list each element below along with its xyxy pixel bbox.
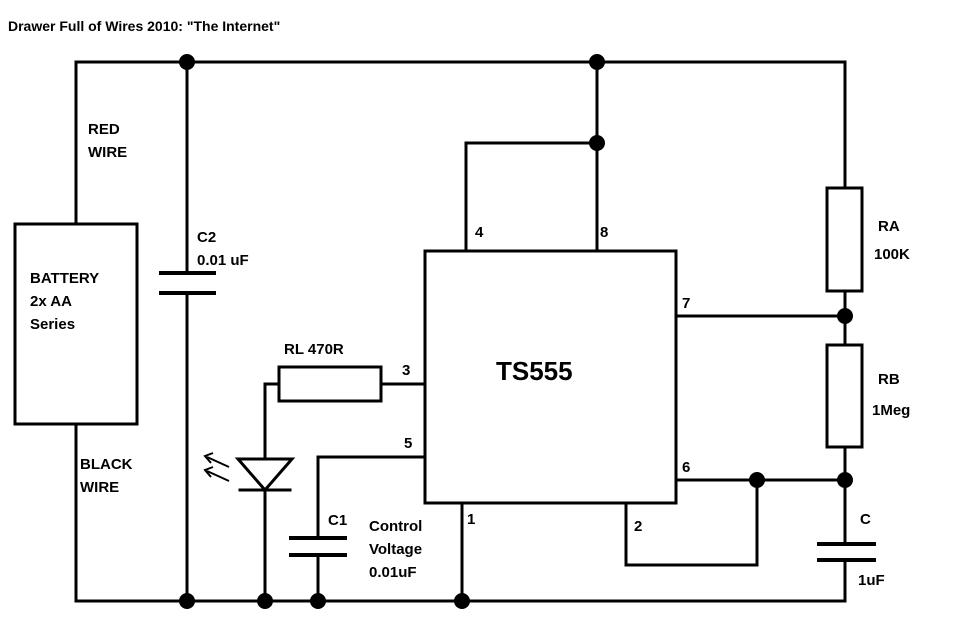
black-wire-label-line2: WIRE xyxy=(80,479,119,496)
c-name-label: C xyxy=(860,511,871,528)
pin8-label: 8 xyxy=(600,224,608,241)
junction-dot xyxy=(837,308,853,324)
pin5-wire xyxy=(316,455,427,540)
c2-name-label: C2 xyxy=(197,229,216,246)
ra-value-label: 100K xyxy=(874,246,910,263)
battery-box xyxy=(13,222,139,426)
junction-dot xyxy=(179,54,195,70)
resistor-rb xyxy=(825,343,864,449)
control-voltage-label-line3: 0.01uF xyxy=(369,564,417,581)
led-icon xyxy=(203,452,296,493)
light-emission-arrows-icon xyxy=(203,452,230,482)
pin2-wire xyxy=(624,478,759,567)
capacitor-c1 xyxy=(289,536,347,557)
c1-name-label: C1 xyxy=(328,512,347,529)
junction-dot xyxy=(589,135,605,151)
resistor-rl xyxy=(277,365,383,403)
c2-value-label: 0.01 uF xyxy=(197,252,249,269)
pin7-label: 7 xyxy=(682,295,690,312)
battery-label-line2: 2x AA xyxy=(30,293,72,310)
capacitor-c xyxy=(817,542,876,562)
ra-name-label: RA xyxy=(878,218,900,235)
chip-name-label: TS555 xyxy=(496,356,573,386)
pin4-label: 4 xyxy=(475,224,484,241)
resistor-ra xyxy=(825,186,864,293)
rb-value-label: 1Meg xyxy=(872,402,910,419)
rl-led-wire xyxy=(263,382,281,461)
control-voltage-label-line2: Voltage xyxy=(369,541,422,558)
junction-dot xyxy=(749,472,765,488)
junction-dot xyxy=(589,54,605,70)
red-wire-label-line1: RED xyxy=(88,121,120,138)
control-voltage-label-line1: Control xyxy=(369,518,422,535)
black-wire-label-line1: BLACK xyxy=(80,456,133,473)
c-value-label: 1uF xyxy=(858,572,885,589)
pin2-label: 2 xyxy=(634,518,642,535)
rl-label: RL 470R xyxy=(284,341,344,358)
junction-dot xyxy=(837,472,853,488)
battery-label-line1: BATTERY xyxy=(30,270,99,287)
led-triangle xyxy=(234,457,296,493)
pin4-wire xyxy=(464,141,599,253)
rb-name-label: RB xyxy=(878,371,900,388)
diagram-title: Drawer Full of Wires 2010: "The Internet… xyxy=(8,18,280,34)
pin5-label: 5 xyxy=(404,435,412,452)
pin3-label: 3 xyxy=(402,362,410,379)
pin1-label: 1 xyxy=(467,511,475,528)
junction-dot xyxy=(257,593,273,609)
pin6-label: 6 xyxy=(682,459,690,476)
junction-dot xyxy=(310,593,326,609)
capacitor-c2 xyxy=(159,271,216,295)
red-wire-label-line2: WIRE xyxy=(88,144,127,161)
battery: BATTERY 2x AA Series xyxy=(13,222,139,426)
ts555-chip xyxy=(423,249,678,505)
junction-dots xyxy=(179,54,853,609)
junction-dot xyxy=(454,593,470,609)
junction-dot xyxy=(179,593,195,609)
battery-label-line3: Series xyxy=(30,316,75,333)
